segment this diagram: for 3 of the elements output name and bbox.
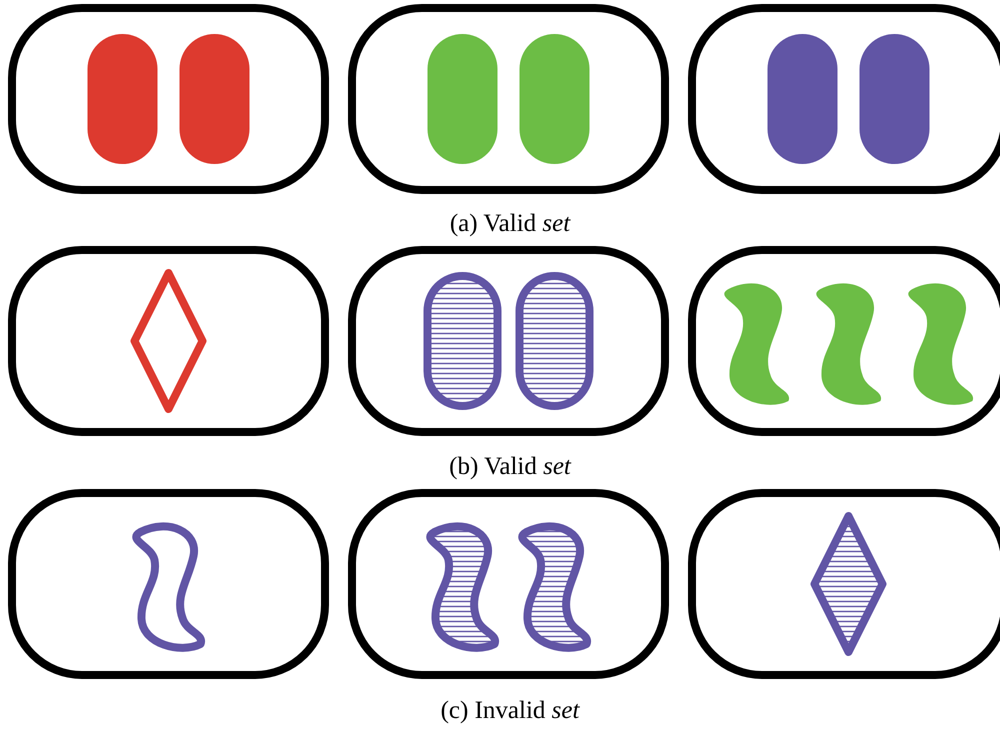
figure-caption: (a) Valid set	[450, 210, 570, 238]
figure-caption: (b) Valid set	[449, 453, 571, 481]
figure-caption: (c) Invalid set	[440, 697, 580, 725]
